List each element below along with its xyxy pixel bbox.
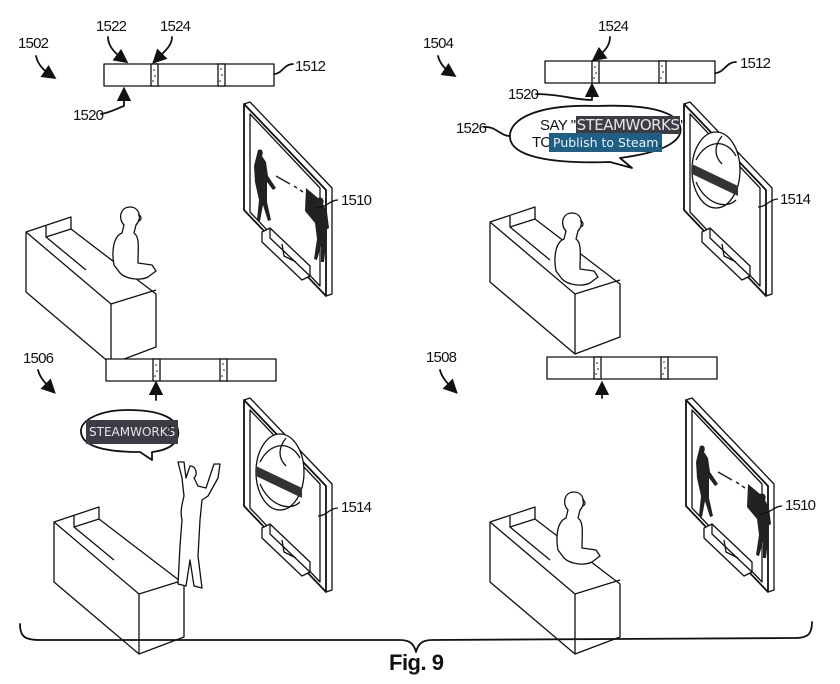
display-label-1514: 1514 [341,499,372,516]
sofa [489,506,621,655]
keyword-highlight: STEAMWORKS [575,116,681,134]
say-suffix: " [680,117,686,134]
keyword-highlight: STEAMWORKS [86,420,179,444]
control-bar [105,358,277,382]
action-suffix: . [658,134,662,151]
pointer-label-1520: 1520 [508,86,539,103]
control-bar [544,60,716,84]
seated-user [554,212,599,286]
sofa [489,206,621,355]
panel-1508-label: 1508 [426,349,457,366]
callout-1524: 1524 [598,18,629,35]
bubble-label-1526: 1526 [456,120,487,137]
grouping-brace [19,621,813,653]
panel-1504-label: 1504 [423,35,454,52]
callout-1522: 1522 [96,18,127,35]
control-bar [103,63,275,87]
bubble-say-line: SAY "STEAMWORKS" [540,116,686,134]
callout-1524: 1524 [160,18,191,35]
display-label-1514: 1514 [780,191,811,208]
sofa [53,506,185,655]
control-bar [546,356,718,380]
to-prefix: TO [532,134,552,151]
pointer-label-1520: 1520 [73,107,104,124]
bubble-to-line: TO [532,134,552,151]
display-label-1510: 1510 [785,497,816,514]
bar-label-1512: 1512 [740,55,771,72]
panel-1506-label: 1506 [23,350,54,367]
panel-1502: 1502 1522 1524 1512 1520 1510 [18,18,372,365]
seated-user [556,491,601,565]
panel-1502-label: 1502 [18,35,49,52]
seated-user [112,206,157,280]
action-highlight: Publish to Steam [549,133,663,152]
panel-1508: 1508 1510 [426,349,816,655]
display-label-1510: 1510 [341,192,372,209]
standing-user-arms-raised [177,461,221,589]
burger-image [255,433,305,511]
panel-1506: 1506 1514 [23,350,372,655]
say-prefix: SAY " [540,117,576,134]
burger-image [691,131,741,209]
panel-1504: 1504 1524 1512 1520 1526 1514 [423,18,811,355]
panel-1502-arrow [35,55,57,79]
bar-label-1512: 1512 [295,58,326,75]
exclamation: ! [168,422,172,439]
figure-caption: Fig. 9 [389,650,444,675]
